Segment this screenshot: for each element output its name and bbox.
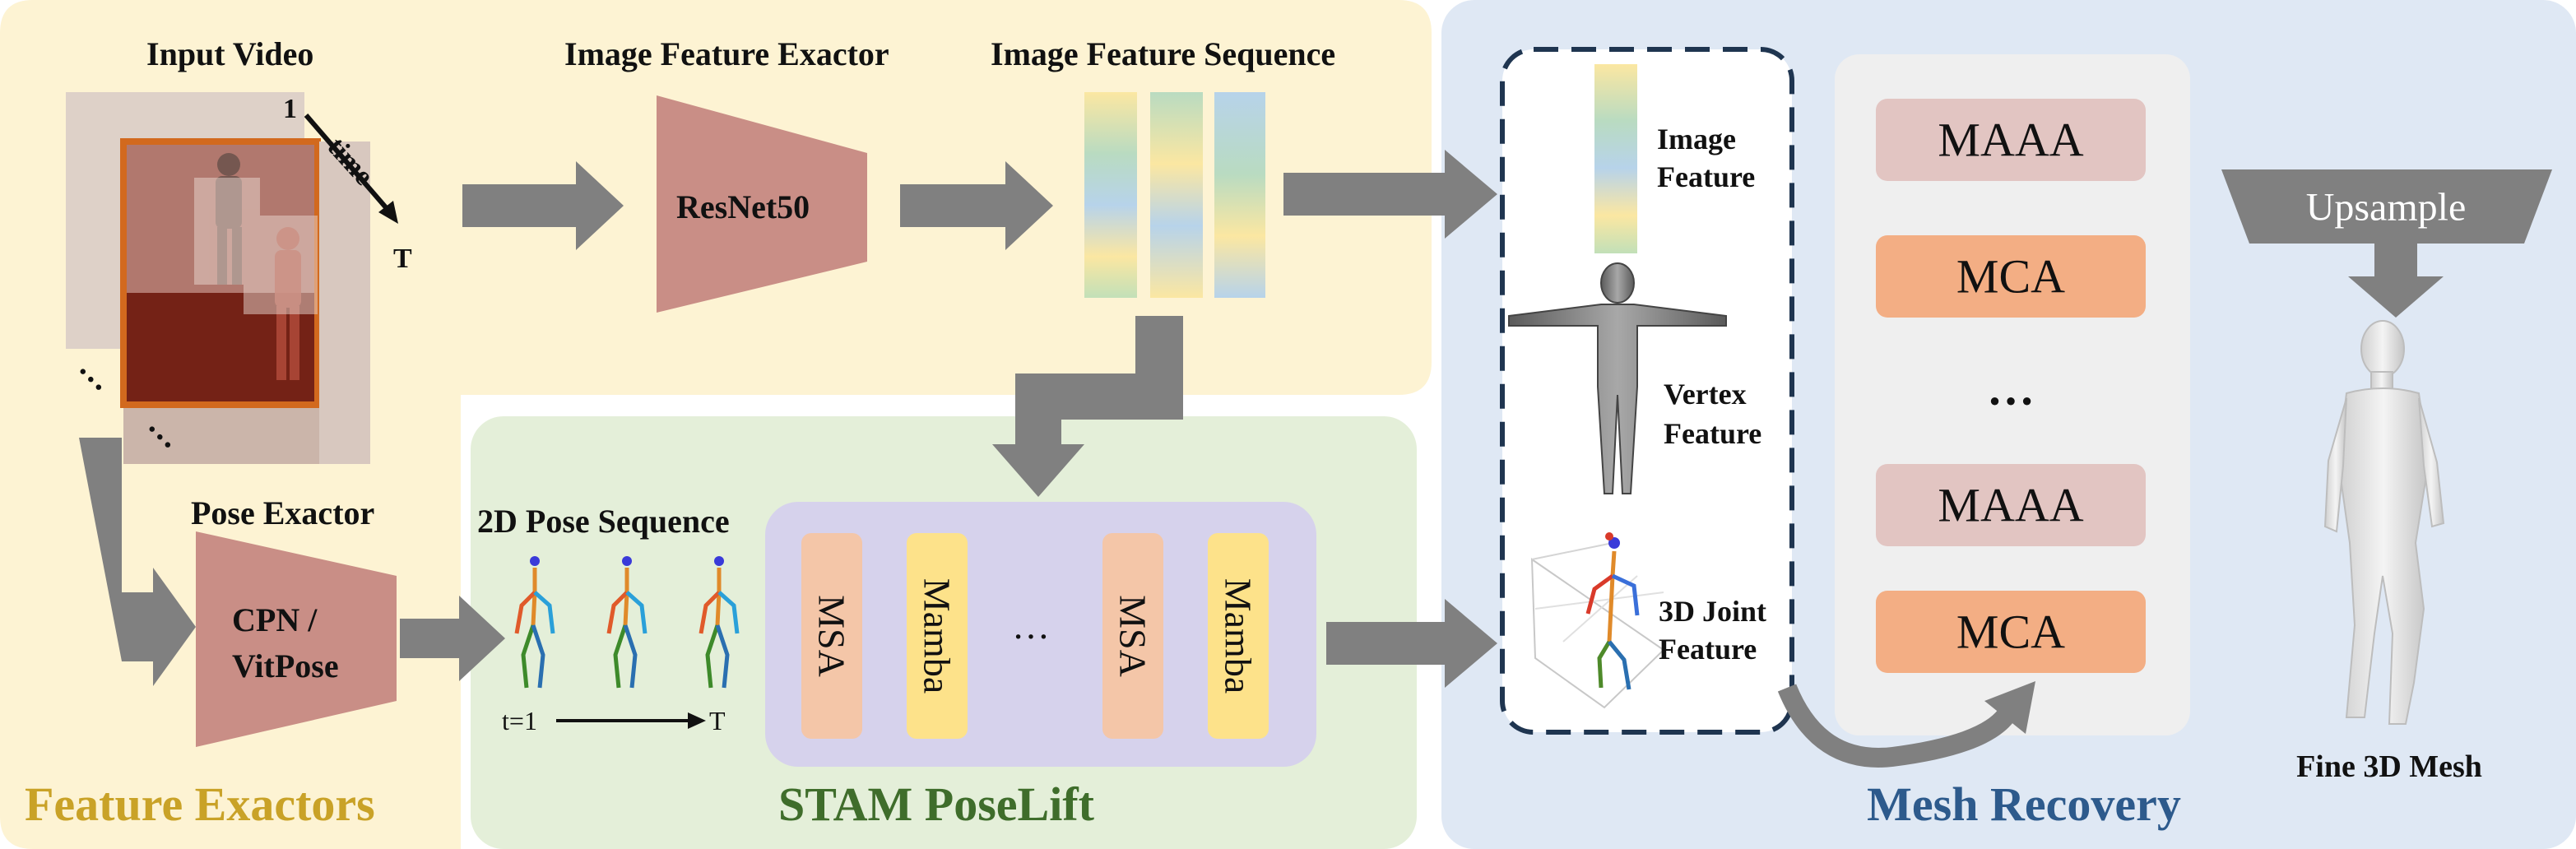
- image-extractor-title: Image Feature Exactor: [564, 35, 889, 72]
- time-start-label: 1: [283, 94, 297, 124]
- resnet50-label: ResNet50: [676, 188, 810, 225]
- poselift-label-msa-1: MSA: [810, 595, 853, 677]
- pose-sequence-title: 2D Pose Sequence: [477, 503, 730, 540]
- image-feature-label-2: Feature: [1657, 160, 1756, 193]
- mesh-label-maaa-1: MAAA: [1938, 113, 2084, 167]
- vertex-feature-label-2: Feature: [1664, 417, 1762, 450]
- feature-exactors-title: Feature Exactors: [25, 777, 375, 831]
- time-arrow-head: [378, 201, 398, 224]
- poselift-label-mamba-2: Mamba: [1217, 578, 1260, 694]
- mesh-maaa-block-1: [1876, 99, 2146, 181]
- fine-3d-mesh-figure: [2323, 320, 2445, 725]
- upsample-label: Upsample: [2305, 185, 2467, 230]
- skeleton-2: [606, 556, 647, 689]
- arrow-input-to-resnet: [462, 161, 624, 250]
- resnet50-block: [657, 95, 867, 313]
- arrow-pose-to-sequence: [400, 596, 505, 681]
- mesh-label-mca-2: MCA: [1956, 605, 2066, 659]
- input-video-title: Input Video: [146, 35, 314, 72]
- arrow-upsample-to-mesh: [2348, 244, 2444, 318]
- mesh-label-mca-1: MCA: [1956, 249, 2066, 304]
- poselift-label-msa-2: MSA: [1112, 595, 1154, 677]
- arrow-resnet-to-features: [900, 161, 1053, 250]
- feature-sequence-title: Image Feature Sequence: [991, 35, 1336, 72]
- mesh-recovery-title: Mesh Recovery: [1867, 777, 2181, 831]
- arrow-features-to-mesh: [1283, 150, 1497, 239]
- arrow-features-to-blocks: [1777, 684, 2014, 768]
- poselift-msa-block-1: [801, 533, 862, 739]
- poselift-inner-panel: [765, 502, 1316, 767]
- poselift-title: STAM PoseLift: [778, 777, 1094, 831]
- mesh-ellipsis: …: [1987, 361, 2035, 415]
- poselift-mamba-block-1: [907, 533, 968, 739]
- fine-mesh-label: Fine 3D Mesh: [2296, 749, 2482, 784]
- poselift-ellipsis: …: [1012, 605, 1050, 647]
- pose-extractor-line1: CPN /: [232, 601, 318, 638]
- pose-exactor-block: [196, 531, 397, 747]
- arrow-input-to-pose: [79, 438, 196, 686]
- time-end-label: T: [393, 244, 412, 274]
- input-video-frames: [66, 92, 370, 464]
- poselift-label-mamba-1: Mamba: [916, 578, 958, 694]
- mesh-blocks-panel: [1835, 54, 2190, 735]
- time-arrow: [304, 114, 392, 214]
- mesh-mca-block-1: [1876, 235, 2146, 318]
- pose-t-end: T: [709, 706, 726, 735]
- pose-extractor-title: Pose Exactor: [191, 494, 375, 531]
- mesh-label-maaa-2: MAAA: [1938, 478, 2084, 532]
- feature-bar-2: [1150, 92, 1203, 298]
- feature-bar-1: [1084, 92, 1137, 298]
- image-feature-label-1: Image: [1657, 123, 1736, 155]
- arrow-poselift-to-mesh: [1326, 599, 1497, 688]
- features-dashed-box: [1500, 47, 1794, 735]
- pose-skeletons: [514, 556, 740, 689]
- pose-t-start: t=1: [502, 706, 537, 735]
- pose-extractor-line2: VitPose: [232, 647, 339, 684]
- skeleton-1: [514, 556, 555, 689]
- joint-3d-plot: [1530, 532, 1665, 709]
- joint-feature-label-2: Feature: [1659, 633, 1757, 666]
- vertex-feature-label-1: Vertex: [1664, 378, 1747, 411]
- flow-arrows: [79, 150, 2444, 688]
- mesh-maaa-block-2: [1876, 464, 2146, 546]
- vertex-feature-mesh: [1508, 262, 1727, 494]
- skeleton-3: [699, 556, 740, 689]
- arrow-features-to-poselift: [992, 316, 1183, 497]
- feature-bar-3: [1214, 92, 1265, 298]
- mesh-mca-block-2: [1876, 591, 2146, 673]
- poselift-msa-block-2: [1102, 533, 1163, 739]
- poselift-mamba-block-2: [1208, 533, 1269, 739]
- image-feature-bar: [1594, 64, 1637, 253]
- upsample-block: [2221, 169, 2552, 244]
- joint-feature-label-1: 3D Joint: [1659, 595, 1767, 628]
